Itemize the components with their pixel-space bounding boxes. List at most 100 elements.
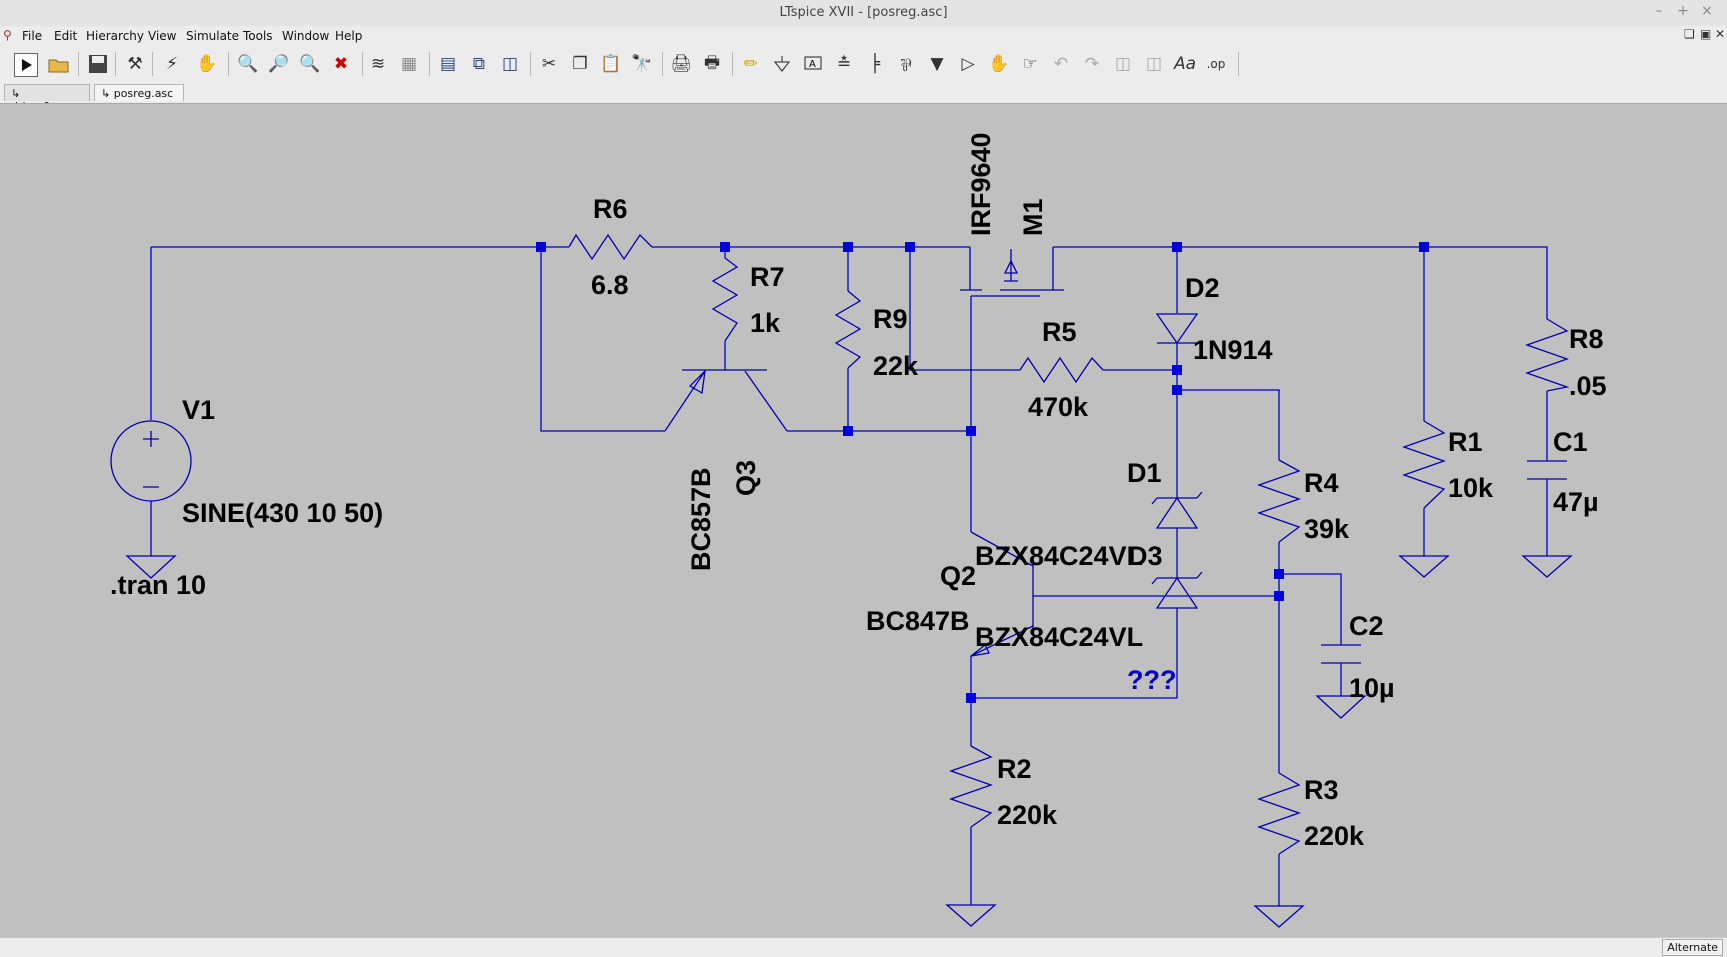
run-icon[interactable] (14, 53, 38, 77)
tile-horizontal-icon[interactable]: ▤ (439, 54, 457, 74)
resistor-r8[interactable] (1525, 318, 1570, 392)
menu-hierarchy[interactable]: Hierarchy (86, 29, 145, 43)
q3-value[interactable]: BC857B (686, 467, 716, 571)
resistor-r4[interactable] (1257, 459, 1301, 543)
spice-directive-icon[interactable]: .op (1206, 57, 1226, 71)
redo-icon[interactable]: ↷ (1084, 54, 1100, 74)
diode-d2[interactable] (1155, 313, 1199, 345)
q2-name[interactable]: Q2 (940, 561, 976, 591)
mdi-restore-icon[interactable]: ❏ (1684, 27, 1695, 41)
zoom-fit-icon[interactable]: 🔎 (268, 54, 290, 74)
zoom-out-icon[interactable]: 🔍 (299, 54, 321, 74)
draw-wire-icon[interactable]: ✏ (743, 54, 759, 74)
d3-value[interactable]: BZX84C24VL (975, 622, 1143, 652)
source-v1[interactable] (110, 420, 192, 579)
transistor-q3[interactable] (664, 369, 788, 432)
capacitor-c2[interactable] (1315, 644, 1367, 719)
d1-name[interactable]: D1 (1127, 458, 1162, 488)
text-icon[interactable]: Aa (1173, 54, 1197, 74)
r8-name[interactable]: R8 (1569, 324, 1604, 354)
menu-help[interactable]: Help (335, 29, 363, 43)
minimize-icon[interactable]: – (1655, 3, 1663, 19)
find-icon[interactable]: 🔭 (631, 54, 653, 74)
m1-value[interactable]: IRF9640 (966, 132, 996, 236)
drag-icon[interactable]: ☞ (1022, 54, 1038, 74)
ground-icon[interactable] (769, 51, 795, 77)
tile-vertical-icon[interactable]: ◫ (501, 54, 519, 74)
open-icon[interactable] (46, 51, 72, 77)
zoom-cancel-icon[interactable]: ✖ (333, 54, 349, 74)
v1-name[interactable]: V1 (182, 395, 215, 425)
r9-value[interactable]: 22k (873, 351, 919, 381)
r6-value[interactable]: 6.8 (591, 270, 629, 300)
paste-icon[interactable]: 📋 (600, 54, 622, 74)
mosfet-m1[interactable] (960, 247, 1064, 297)
r3-value[interactable]: 220k (1304, 821, 1365, 851)
label-net-icon[interactable]: A (800, 51, 826, 77)
v1-value[interactable]: SINE(430 10 50) (182, 498, 383, 528)
tab-driver9[interactable]: ↳ driver9.asc (4, 84, 90, 113)
capacitor-c1[interactable] (1521, 460, 1573, 578)
r1-value[interactable]: 10k (1448, 473, 1494, 503)
d3-name[interactable]: D3 (1128, 541, 1163, 571)
q3-name[interactable]: Q3 (731, 460, 761, 496)
inductor-icon[interactable]: ⅌ (900, 55, 912, 76)
mirror-icon[interactable]: ◫ (1145, 54, 1163, 74)
menu-file[interactable]: File (22, 29, 43, 43)
r6-name[interactable]: R6 (593, 194, 628, 224)
capacitor-icon[interactable]: ╞ (869, 54, 881, 74)
menu-edit[interactable]: Edit (54, 29, 78, 43)
menu-simulate[interactable]: Simulate (186, 29, 240, 43)
cut-icon[interactable]: ✂ (541, 54, 557, 74)
r9-name[interactable]: R9 (873, 304, 908, 334)
component-icon[interactable]: ▷ (961, 54, 975, 74)
c2-value[interactable]: 10µ (1349, 673, 1395, 703)
transistor-q2[interactable] (970, 531, 1034, 657)
r4-value[interactable]: 39k (1304, 514, 1350, 544)
d1-value[interactable]: BZX84C24VL (975, 541, 1143, 571)
mdi-maximize-icon[interactable]: ▣ (1700, 27, 1712, 41)
diode-icon[interactable]: ▼ (930, 54, 944, 74)
zoom-in-icon[interactable]: 🔍 (237, 54, 259, 74)
pan-hand-icon[interactable]: ✋ (196, 54, 218, 74)
copy-icon[interactable]: ❐ (572, 54, 588, 74)
r7-name[interactable]: R7 (750, 262, 785, 292)
waveform-icon[interactable]: ≋ (370, 54, 386, 74)
resistor-r2[interactable] (945, 745, 997, 927)
resistor-r6[interactable] (568, 233, 653, 261)
rotate-icon[interactable]: ◫ (1114, 54, 1132, 74)
tab-posreg[interactable]: ↳ posreg.asc (94, 84, 184, 101)
d2-value[interactable]: 1N914 (1193, 335, 1273, 365)
spice-directive[interactable]: .tran 10 (110, 570, 206, 600)
autorange-icon[interactable]: ▦ (400, 54, 418, 74)
move-icon[interactable]: ✋ (988, 54, 1010, 74)
maximize-icon[interactable]: + (1677, 3, 1689, 19)
menu-view[interactable]: View (148, 29, 177, 43)
r8-value[interactable]: .05 (1569, 371, 1607, 401)
resistor-r1[interactable] (1398, 420, 1450, 578)
resistor-r7[interactable] (711, 257, 739, 342)
resistor-r9[interactable] (834, 290, 862, 369)
schematic-drawing[interactable]: V1 SINE(430 10 50) .tran 10 R6 6.8 R7 1k… (0, 104, 1727, 936)
halt-icon[interactable]: ⚡ (166, 54, 178, 74)
r7-value[interactable]: 1k (750, 308, 781, 338)
r4-name[interactable]: R4 (1304, 468, 1339, 498)
menu-tools[interactable]: Tools (243, 29, 273, 43)
resistor-r3[interactable] (1253, 772, 1305, 928)
cascade-icon[interactable]: ⧉ (472, 54, 486, 74)
zener-d3[interactable] (1151, 571, 1203, 609)
c1-value[interactable]: 47µ (1553, 487, 1599, 517)
r5-name[interactable]: R5 (1042, 317, 1077, 347)
net-label[interactable]: ??? (1127, 665, 1176, 695)
r2-value[interactable]: 220k (997, 800, 1058, 830)
c1-name[interactable]: C1 (1553, 427, 1588, 457)
print-setup-icon[interactable]: 🖶 (703, 52, 721, 73)
r5-value[interactable]: 470k (1028, 392, 1089, 422)
r2-name[interactable]: R2 (997, 754, 1032, 784)
m1-name[interactable]: M1 (1018, 198, 1048, 236)
close-icon[interactable]: × (1701, 3, 1713, 19)
r3-name[interactable]: R3 (1304, 775, 1339, 805)
resistor-r5[interactable] (1019, 356, 1104, 384)
undo-icon[interactable]: ↶ (1053, 54, 1069, 74)
schematic-canvas[interactable]: V1 SINE(430 10 50) .tran 10 R6 6.8 R7 1k… (0, 103, 1727, 937)
